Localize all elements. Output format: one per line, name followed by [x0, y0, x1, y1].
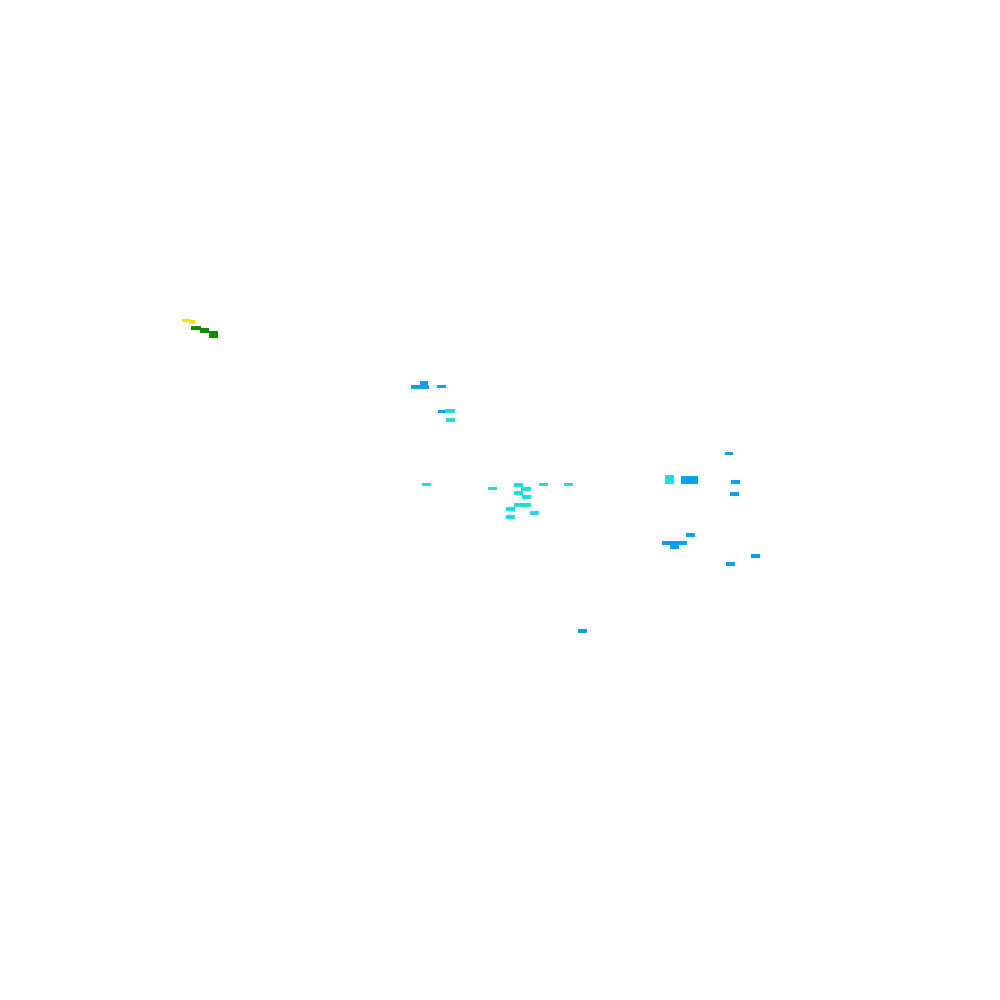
map-feature[interactable] [514, 503, 531, 507]
map-feature[interactable] [539, 483, 548, 486]
map-feature[interactable] [564, 483, 573, 486]
map-feature[interactable] [200, 328, 209, 333]
feature-cluster-upper-left [182, 319, 218, 338]
map-feature[interactable] [438, 410, 446, 413]
map-feature[interactable] [411, 385, 429, 389]
map-feature[interactable] [730, 492, 739, 496]
map-feature[interactable] [578, 629, 587, 633]
map-feature[interactable] [665, 475, 674, 484]
map-feature[interactable] [521, 487, 531, 491]
map-feature[interactable] [725, 452, 733, 455]
map-feature[interactable] [514, 483, 523, 487]
feature-cluster-right [662, 452, 760, 566]
map-feature[interactable] [506, 515, 515, 519]
feature-cluster-upper-center [411, 381, 455, 422]
map-feature[interactable] [686, 533, 695, 537]
map-feature[interactable] [681, 476, 698, 484]
map-feature[interactable] [522, 495, 531, 499]
map-feature[interactable] [189, 320, 195, 324]
map-feature[interactable] [530, 511, 539, 515]
map-feature[interactable] [514, 491, 523, 495]
map-feature[interactable] [488, 487, 497, 490]
map-feature[interactable] [670, 545, 679, 549]
map-feature[interactable] [182, 319, 191, 322]
map-feature[interactable] [506, 507, 515, 511]
map-feature[interactable] [209, 331, 218, 338]
map-feature[interactable] [731, 480, 740, 484]
map-feature[interactable] [726, 562, 735, 566]
map-feature[interactable] [446, 418, 455, 422]
map-feature[interactable] [191, 326, 201, 330]
map-feature[interactable] [662, 541, 687, 545]
map-feature[interactable] [751, 554, 760, 558]
map-feature[interactable] [422, 483, 431, 486]
map-feature[interactable] [420, 381, 428, 386]
map-feature[interactable] [437, 385, 446, 388]
map-feature[interactable] [445, 409, 455, 413]
feature-cluster-lower [578, 629, 587, 633]
feature-cluster-center [422, 483, 573, 519]
